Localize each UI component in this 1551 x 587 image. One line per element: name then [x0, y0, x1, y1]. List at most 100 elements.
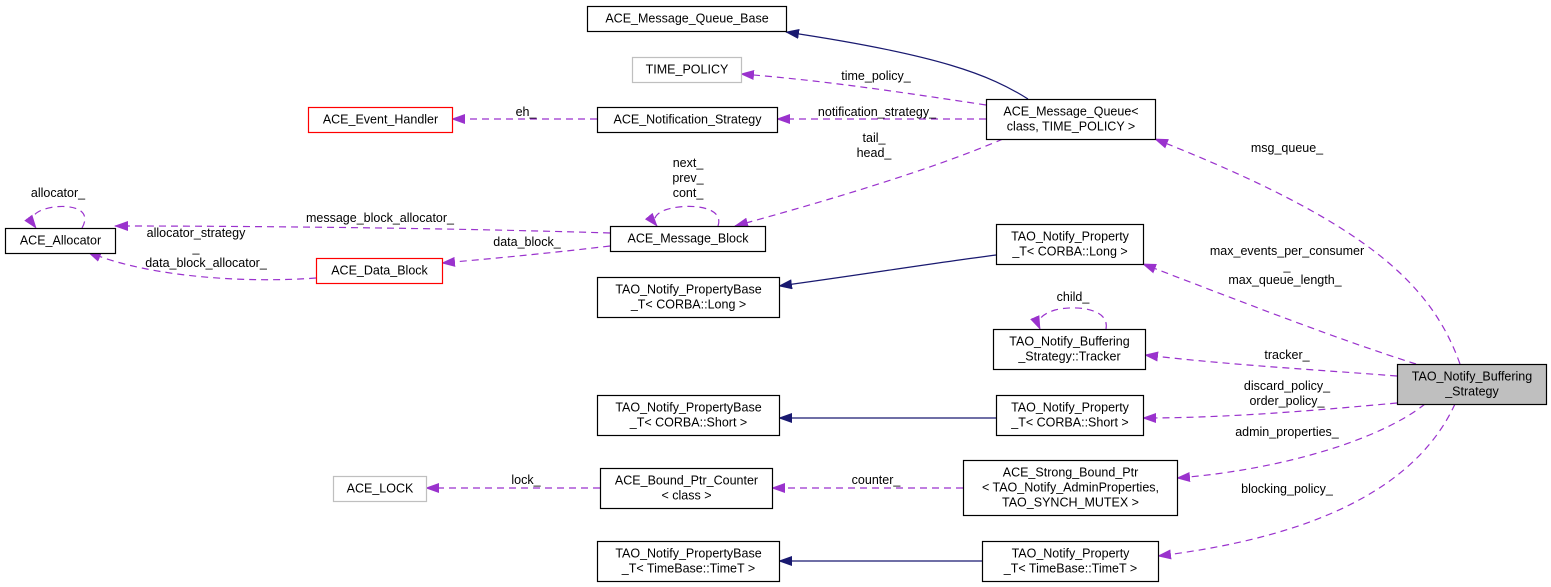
class-node-box: [596, 540, 781, 583]
class-node-notifstrategy[interactable]: ACE_Notification_Strategy: [596, 106, 779, 134]
dependency-edge-mb-db: [441, 245, 611, 267]
class-node-box: [992, 328, 1147, 371]
class-name-line: _Strategy::Tracker: [1017, 350, 1120, 364]
dependency-edge-db-alloc: [87, 251, 317, 281]
class-name-line: TAO_Notify_Property: [1011, 401, 1130, 415]
class-name-line: TAO_Notify_Property: [1012, 547, 1131, 561]
edge-label-mb-db: data_block_: [493, 235, 561, 249]
dependency-edge-mq-mb: [734, 138, 1004, 228]
class-name-line: _T< TimeBase::TimeT >: [621, 562, 755, 576]
class-node-box: [981, 540, 1160, 583]
class-name-line: TAO_Notify_PropertyBase: [615, 547, 761, 561]
class-name-line: TAO_Notify_Buffering: [1412, 370, 1532, 384]
class-node-timepolicy[interactable]: TIME_POLICY: [631, 56, 743, 84]
edge-label-bs-sbp: admin_properties_: [1235, 425, 1340, 439]
class-node-box: [1396, 363, 1548, 406]
class-node-allocator[interactable]: ACE_Allocator: [4, 227, 117, 255]
dependency-edge-alloc-self: [24, 205, 86, 229]
edge-label-bs-proplong: max_events_per_consumer: [1210, 244, 1364, 258]
class-node-eventhandler[interactable]: ACE_Event_Handler: [307, 106, 454, 134]
class-node-box: [599, 467, 774, 510]
class-node-mqbase[interactable]: ACE_Message_Queue_Base: [586, 5, 788, 33]
inheritance-edge-mq-mqbase: [785, 28, 1029, 100]
edge-label-mb-self: next_: [673, 156, 705, 170]
class-name-line: _T< CORBA::Short >: [1010, 416, 1128, 430]
edge-label-bs-propshort: order_policy_: [1249, 394, 1325, 408]
class-name-line: ACE_Data_Block: [331, 264, 428, 278]
dependency-edge-bs-mq: [1154, 138, 1461, 365]
edge-label-bs-mq: msg_queue_: [1251, 141, 1324, 155]
class-name-line: _T< CORBA::Long >: [1011, 245, 1127, 259]
class-node-acelock[interactable]: ACE_LOCK: [332, 475, 428, 503]
edge-label-tracker-self: child_: [1057, 290, 1091, 304]
class-name-line: TAO_Notify_Buffering: [1009, 335, 1129, 349]
class-name-line: TIME_POLICY: [646, 63, 729, 77]
dependency-edge-mb-alloc: [114, 221, 611, 234]
class-node-bufstrat[interactable]: TAO_Notify_Buffering_Strategy: [1396, 363, 1548, 406]
class-node-sbp[interactable]: ACE_Strong_Bound_Ptr< TAO_Notify_AdminPr…: [962, 459, 1179, 517]
class-name-line: < class >: [661, 489, 711, 503]
edge-label-bs-tracker: tracker_: [1264, 348, 1310, 362]
edge-label-mq-mb: head_: [857, 146, 893, 160]
class-name-line: _T< TimeBase::TimeT >: [1003, 562, 1137, 576]
class-node-box: [307, 106, 454, 134]
class-node-pblong[interactable]: TAO_Notify_PropertyBase_T< CORBA::Long >: [596, 276, 781, 319]
class-node-box: [609, 225, 767, 253]
dependency-edge-bs-proplong: [1142, 263, 1417, 365]
class-name-line: ACE_Allocator: [20, 234, 101, 248]
class-node-box: [631, 56, 743, 84]
dependency-edge-mq-timepolicy: [740, 69, 987, 106]
edge-label-db-alloc: data_block_allocator_: [145, 256, 268, 270]
edge-label-mb-self: cont_: [673, 186, 705, 200]
class-name-line: ACE_Message_Block: [628, 232, 750, 246]
edge-label-mb-alloc: message_block_allocator_: [306, 211, 455, 225]
dependency-edge-mb-self: [644, 205, 720, 227]
class-node-box: [995, 223, 1145, 266]
class-node-propshort[interactable]: TAO_Notify_Property_T< CORBA::Short >: [995, 394, 1145, 437]
class-node-pbtime[interactable]: TAO_Notify_PropertyBase_T< TimeBase::Tim…: [596, 540, 781, 583]
class-name-line: ACE_Event_Handler: [323, 113, 438, 127]
class-name-line: TAO_Notify_Property: [1011, 230, 1130, 244]
edge-label-notif-eh: eh_: [516, 105, 538, 119]
class-node-box: [995, 394, 1145, 437]
edge-label-bs-propshort: discard_policy_: [1244, 379, 1331, 393]
edge-label-bs-proplong: _: [1283, 259, 1292, 273]
class-node-mq[interactable]: ACE_Message_Queue<class, TIME_POLICY >: [985, 98, 1157, 141]
dependency-edge-tracker-self: [1030, 307, 1107, 330]
dependency-edge-bs-propshort: [1142, 402, 1398, 423]
class-node-pbshort[interactable]: TAO_Notify_PropertyBase_T< CORBA::Short …: [596, 394, 781, 437]
class-name-line: _T< CORBA::Long >: [630, 298, 746, 312]
class-name-line: _T< CORBA::Short >: [629, 416, 747, 430]
class-node-db[interactable]: ACE_Data_Block: [315, 257, 444, 285]
edge-label-mq-notif: notification_strategy_: [818, 105, 937, 119]
class-name-line: ACE_Strong_Bound_Ptr: [1003, 466, 1139, 480]
class-name-line: < TAO_Notify_AdminProperties,: [982, 481, 1159, 495]
class-node-box: [596, 276, 781, 319]
class-name-line: TAO_Notify_PropertyBase: [615, 283, 761, 297]
class-node-box: [332, 475, 428, 503]
class-name-line: TAO_Notify_PropertyBase: [615, 401, 761, 415]
class-node-box: [596, 106, 779, 134]
class-name-line: TAO_SYNCH_MUTEX >: [1002, 496, 1139, 510]
class-node-proptime[interactable]: TAO_Notify_Property_T< TimeBase::TimeT >: [981, 540, 1160, 583]
class-node-box: [962, 459, 1179, 517]
class-name-line: ACE_Bound_Ptr_Counter: [615, 474, 758, 488]
class-name-line: ACE_LOCK: [347, 482, 414, 496]
edge-label-bpc-lock: lock_: [511, 473, 541, 487]
class-node-box: [4, 227, 117, 255]
edge-label-sbp-bpc: counter_: [852, 473, 902, 487]
class-node-bpc[interactable]: ACE_Bound_Ptr_Counter< class >: [599, 467, 774, 510]
class-node-box: [985, 98, 1157, 141]
edge-label-alloc-self: allocator_: [31, 186, 86, 200]
edge-label-mb-self: prev_: [672, 171, 704, 185]
edge-label-db-alloc: _: [192, 241, 201, 255]
edge-label-bs-proplong: max_queue_length_: [1228, 273, 1342, 287]
class-node-proplong[interactable]: TAO_Notify_Property_T< CORBA::Long >: [995, 223, 1145, 266]
edge-label-mq-timepolicy: time_policy_: [841, 69, 912, 83]
class-node-mb[interactable]: ACE_Message_Block: [609, 225, 767, 253]
class-name-line: ACE_Message_Queue<: [1003, 105, 1138, 119]
dependency-edge-bs-sbp: [1176, 403, 1426, 482]
class-node-tracker[interactable]: TAO_Notify_Buffering_Strategy::Tracker: [992, 328, 1147, 371]
dependency-edge-bs-tracker: [1144, 351, 1398, 377]
